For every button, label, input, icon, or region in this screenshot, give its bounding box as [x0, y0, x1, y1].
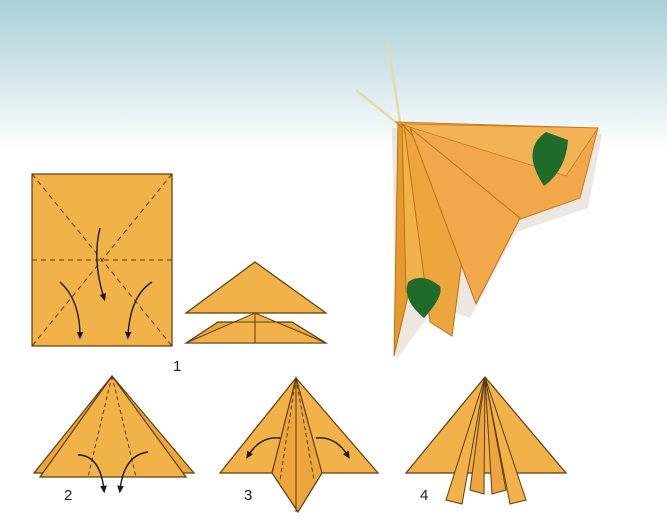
fold-arrow-icon	[124, 281, 153, 340]
step-1-square	[31, 173, 173, 347]
step-3-folds	[218, 375, 380, 514]
fold-arrow-icon	[59, 281, 84, 340]
fold-arrow-icon	[117, 451, 149, 494]
green-spot	[406, 277, 441, 318]
step-number-3: 3	[244, 487, 252, 504]
step-number-1: 1	[173, 358, 181, 375]
step-2-triangle	[32, 374, 196, 494]
fold-arrow-icon	[246, 437, 281, 459]
fold-arrow-icon	[77, 454, 107, 494]
fold-arrow-icon	[96, 227, 106, 302]
step-number-2: 2	[64, 487, 72, 504]
finished-moth-model	[355, 41, 602, 360]
sky-background	[0, 0, 667, 150]
step-number-4: 4	[420, 487, 428, 504]
step-1-waterbomb-base	[183, 261, 329, 344]
green-spot	[532, 132, 568, 186]
step-4-wings	[404, 376, 568, 505]
fold-arrow-icon	[315, 437, 350, 459]
